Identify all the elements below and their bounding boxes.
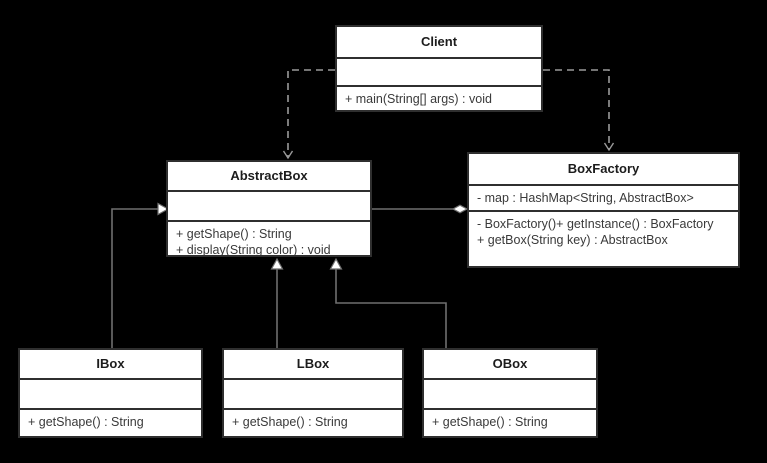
class-name-lbox: LBox <box>296 356 330 372</box>
methods-compartment-ibox: + getShape() : String <box>20 410 201 434</box>
method-row: + getShape() : String <box>432 415 548 429</box>
uml-class-lbox[interactable]: LBox + getShape() : String <box>222 348 404 438</box>
class-name-obox: OBox <box>492 356 528 372</box>
compartment-divider <box>168 220 370 222</box>
uml-class-obox[interactable]: OBox + getShape() : String <box>422 348 598 438</box>
attributes-compartment-boxfactory: - map : HashMap<String, AbstractBox> <box>469 186 738 210</box>
attributes-compartment-client <box>337 59 541 85</box>
uml-class-boxfactory[interactable]: BoxFactory - map : HashMap<String, Abstr… <box>467 152 740 268</box>
methods-compartment-lbox: + getShape() : String <box>224 410 402 434</box>
methods-compartment-client: + main(String[] args) : void <box>337 87 541 110</box>
compartment-divider <box>424 408 596 410</box>
method-row: + main(String[] args) : void <box>345 92 492 106</box>
compartment-divider <box>224 408 402 410</box>
method-row: + getShape() : String <box>232 415 348 429</box>
attributes-compartment-ibox <box>20 380 201 408</box>
class-name-boxfactory: BoxFactory <box>567 161 640 177</box>
compartment-divider <box>20 378 201 380</box>
compartment-divider <box>224 378 402 380</box>
class-name-client: Client <box>420 34 458 50</box>
edge-client-to-abstractbox <box>282 69 335 160</box>
methods-compartment-abstractbox: + getShape() : String + display(String c… <box>168 222 370 257</box>
uml-class-client[interactable]: Client + main(String[] args) : void <box>335 25 543 112</box>
edge-obox-extends-abstractbox <box>329 257 447 348</box>
method-row: + getShape() : String <box>28 415 144 429</box>
edge-ibox-extends-abstractbox <box>111 202 170 348</box>
attributes-compartment-obox <box>424 380 596 408</box>
compartment-divider <box>337 57 541 59</box>
methods-compartment-obox: + getShape() : String <box>424 410 596 434</box>
attributes-compartment-abstractbox <box>168 192 370 220</box>
method-row: + display(String color) : void <box>176 243 331 257</box>
class-name-ibox: IBox <box>96 356 125 372</box>
compartment-divider <box>469 184 738 186</box>
compartment-divider <box>469 210 738 212</box>
compartment-divider <box>424 378 596 380</box>
method-row: - BoxFactory()+ getInstance() : BoxFacto… <box>477 217 714 231</box>
attribute-row: - map : HashMap<String, AbstractBox> <box>477 191 694 205</box>
compartment-divider <box>337 85 541 87</box>
class-name-abstractbox: AbstractBox <box>230 168 308 184</box>
compartment-divider <box>168 190 370 192</box>
uml-class-ibox[interactable]: IBox + getShape() : String <box>18 348 203 438</box>
method-row: + getShape() : String <box>176 227 292 241</box>
uml-class-abstractbox[interactable]: AbstractBox + getShape() : String + disp… <box>166 160 372 257</box>
edge-client-to-boxfactory <box>543 69 615 152</box>
method-row: + getBox(String key) : AbstractBox <box>477 233 668 247</box>
compartment-divider <box>20 408 201 410</box>
methods-compartment-boxfactory: - BoxFactory()+ getInstance() : BoxFacto… <box>469 212 738 252</box>
attributes-compartment-lbox <box>224 380 402 408</box>
